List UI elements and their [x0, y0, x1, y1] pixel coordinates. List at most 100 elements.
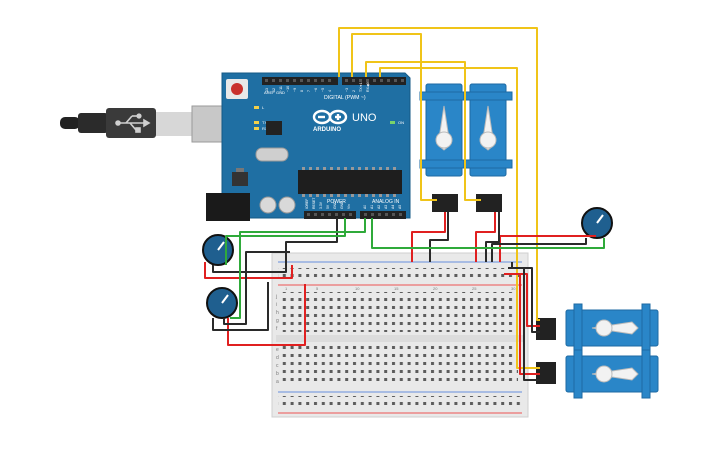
- servo-horn: [591, 321, 639, 335]
- row-letter: a: [276, 379, 279, 385]
- power-pin-label: Vin: [347, 204, 351, 209]
- breadboard: j i h g f e d c b a: [271, 252, 529, 418]
- power-pin-label: GND: [340, 201, 344, 209]
- column-number: 30: [511, 286, 516, 291]
- led-l: [254, 106, 259, 109]
- row-letter: i: [276, 302, 277, 308]
- row-letter: d: [276, 355, 279, 361]
- usb-cable: [60, 105, 223, 143]
- wire-yellow: [351, 33, 437, 201]
- column-number: 1: [285, 286, 288, 291]
- servo-connector: [536, 318, 556, 340]
- potentiometer-left-upper[interactable]: [202, 234, 234, 266]
- servo-horn-hub: [435, 131, 453, 149]
- digital-pwm-label: DIGITAL (PWM ~): [324, 95, 366, 101]
- usb-cable-end: [60, 117, 80, 129]
- column-number: 5: [316, 286, 319, 291]
- pin-label: 13: [265, 88, 269, 92]
- servo-bottom-upper: [536, 303, 659, 353]
- servo-connector: [476, 194, 502, 212]
- usb-icon: [115, 113, 151, 133]
- wire-red: [504, 273, 540, 375]
- wire-green: [371, 218, 605, 249]
- usb-port: [191, 105, 223, 143]
- pot-indicator: [217, 241, 225, 251]
- capacitor-2: [278, 196, 296, 214]
- wire-black: [212, 282, 269, 331]
- power-pin-label: 3.3V: [319, 201, 323, 209]
- led-on: [390, 121, 395, 124]
- pin-label: ~10: [286, 86, 290, 92]
- led-tx: [254, 121, 259, 124]
- top-power-rail: [278, 268, 522, 282]
- capacitor-1: [259, 196, 277, 214]
- wire-black: [485, 212, 500, 262]
- column-number: 10: [355, 286, 360, 291]
- analog-pin-label: A4: [391, 205, 395, 209]
- pin-label: 8: [300, 90, 304, 92]
- column-number: 20: [433, 286, 438, 291]
- wire-black: [223, 251, 290, 325]
- column-number: 15: [394, 286, 399, 291]
- wire-green: [230, 218, 366, 319]
- wire-black: [212, 218, 338, 273]
- row-letter: h: [276, 310, 279, 316]
- servo-horn-hub: [479, 131, 497, 149]
- row-letter: f: [276, 326, 278, 332]
- servo-horn: [591, 367, 639, 381]
- wire-green: [225, 218, 346, 265]
- potentiometer-right[interactable]: [581, 207, 613, 239]
- servo-horn-hub: [595, 319, 613, 337]
- arduino-logo-icon: [312, 109, 348, 125]
- row-letter: c: [276, 363, 279, 369]
- servo-bottom-lower: [536, 349, 659, 399]
- header-pin-holes: [265, 79, 404, 82]
- aref-label: AREF: [264, 90, 275, 95]
- power-pin-label: 5V: [326, 204, 330, 209]
- usb-cable-body: [78, 113, 108, 133]
- potentiometer-left-lower[interactable]: [206, 287, 238, 319]
- analog-pin-label: A5: [398, 205, 402, 209]
- wire-black: [491, 238, 587, 262]
- terminal-area-bottom: [282, 345, 518, 385]
- pin-label: ~3: [345, 88, 349, 92]
- row-letter: b: [276, 371, 279, 377]
- wire-red: [227, 284, 306, 346]
- terminal-area-top: [282, 292, 518, 332]
- analog-pin-label: A0: [363, 205, 367, 209]
- pin-label: RX◀0: [366, 82, 370, 92]
- pot-indicator: [596, 214, 604, 224]
- gnd-label: GND: [276, 90, 285, 95]
- pot-indicator: [221, 294, 229, 304]
- power-label: POWER: [327, 199, 346, 205]
- pin-label: TX➜1: [359, 82, 363, 92]
- analog-pin-label: A2: [377, 205, 381, 209]
- analog-in-label: ANALOG IN: [372, 199, 400, 205]
- pin-label: 4: [328, 90, 332, 92]
- arduino-uno-board: DIGITAL (PWM ~) GND AREF ARDUINO UNO L T…: [206, 72, 411, 221]
- model-label: UNO: [352, 112, 377, 124]
- usb-plug-metal: [156, 112, 194, 136]
- wire-yellow: [338, 27, 540, 321]
- row-letter: j: [275, 294, 277, 300]
- column-number: 25: [472, 286, 477, 291]
- power-pin-label: GND: [333, 201, 337, 209]
- servo-top-left: [419, 83, 469, 212]
- led-rx-label: RX: [262, 126, 268, 131]
- pin-label: 2: [352, 90, 356, 92]
- reset-button-cap[interactable]: [231, 83, 243, 95]
- center-channel: [276, 335, 524, 342]
- led-l-label: L: [262, 105, 265, 110]
- wire-black: [429, 212, 449, 262]
- analog-pin-label: A3: [384, 205, 388, 209]
- on-label: ON: [398, 120, 404, 125]
- analog-pin-label: A1: [370, 205, 374, 209]
- pin-label: 12: [272, 88, 276, 92]
- row-letter: e: [276, 347, 279, 353]
- usb-chip: [266, 121, 282, 135]
- led-rx: [254, 127, 259, 130]
- servo-connector: [432, 194, 458, 212]
- led-tx-label: TX: [262, 120, 267, 125]
- power-pin-label: RESET: [312, 198, 316, 209]
- wire-black: [511, 262, 540, 333]
